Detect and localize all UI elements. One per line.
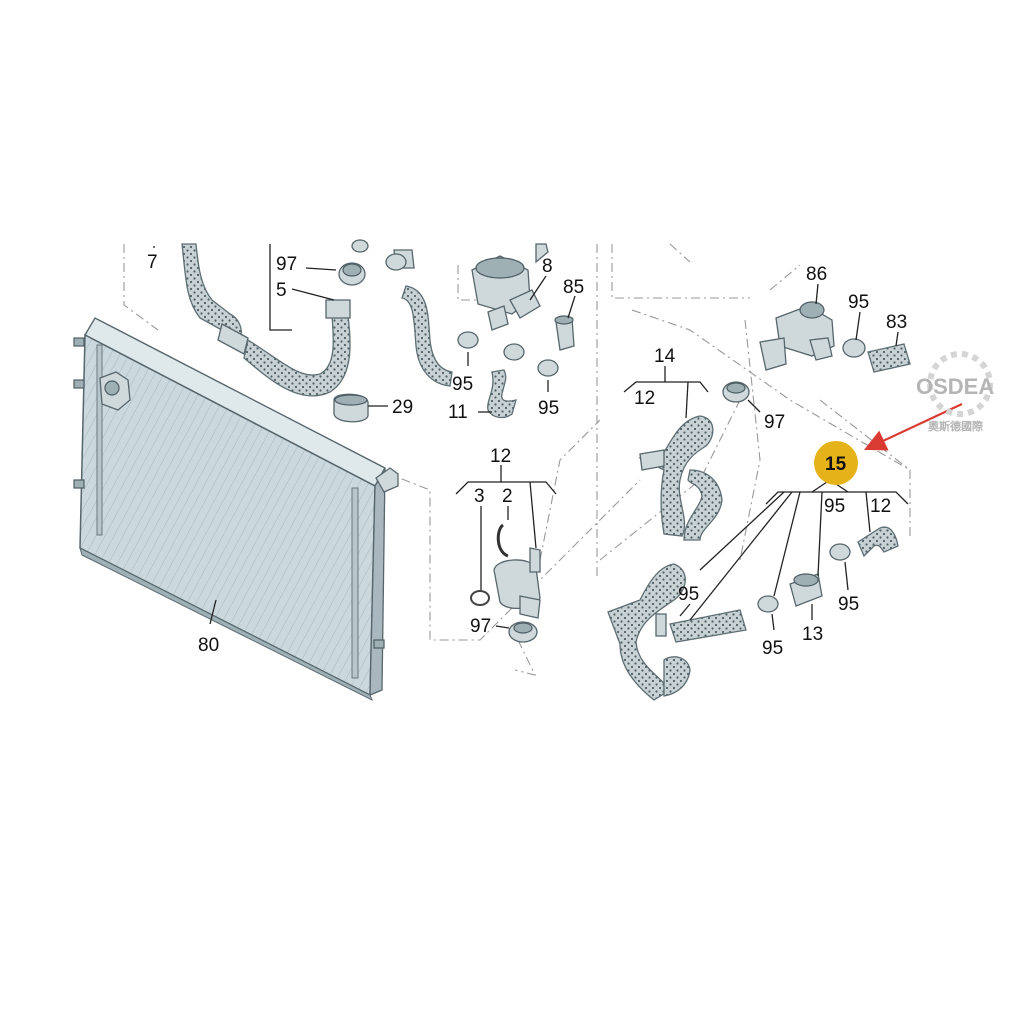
label-3: 3 <box>474 486 485 507</box>
label-12-middle: 12 <box>490 446 511 467</box>
radiator <box>73 317 399 702</box>
upper-hose-7 <box>181 243 249 355</box>
clamp-95-flange <box>842 338 866 358</box>
watermark-logo: OSDEA 奧斯德國際 <box>916 351 994 433</box>
hose-11 <box>487 369 517 419</box>
label-95-bottom: 95 <box>762 638 783 659</box>
clamps-95-pump <box>457 331 559 377</box>
label-2: 2 <box>502 486 513 507</box>
label-80: 80 <box>198 635 219 656</box>
label-97-bottom: 97 <box>470 616 491 637</box>
watermark-brand: OSDEA <box>916 374 994 399</box>
label-95-hose: 95 <box>678 584 699 605</box>
label-95-left: 95 <box>452 374 473 395</box>
label-97-right: 97 <box>764 412 785 433</box>
label-85: 85 <box>563 277 584 298</box>
label-83: 83 <box>886 312 907 333</box>
label-29: 29 <box>392 397 413 418</box>
leader-lines <box>153 244 909 631</box>
label-12-right: 12 <box>870 496 891 517</box>
watermark-subtitle: 奧斯德國際 <box>928 419 984 433</box>
hose-83 <box>867 343 911 373</box>
label-97-top: 97 <box>276 254 297 275</box>
connector-2 <box>493 523 541 619</box>
label-95-flange: 95 <box>848 292 869 313</box>
label-95-bracket: 95 <box>824 496 845 517</box>
water-pump-8 <box>471 243 549 331</box>
clamp-97-top <box>338 262 366 286</box>
label-95-right: 95 <box>538 398 559 419</box>
label-95-right-clamp: 95 <box>838 594 859 615</box>
highlight-badge <box>814 441 858 485</box>
label-86: 86 <box>806 264 827 285</box>
label-5: 5 <box>276 280 287 301</box>
label-15: 15 <box>825 454 847 475</box>
label-8: 8 <box>542 256 553 277</box>
hose-12-assembly <box>857 526 899 558</box>
label-7: 7 <box>147 252 158 273</box>
pipe-85 <box>554 315 575 351</box>
valve-13 <box>789 573 823 607</box>
coolant-flange-86 <box>759 301 835 371</box>
clamp-97-right <box>722 381 750 403</box>
clamp-top-small <box>351 239 407 271</box>
label-13: 13 <box>802 624 823 645</box>
label-14: 14 <box>654 346 676 367</box>
hose-5 <box>243 299 351 397</box>
clamp-95-assembly <box>757 543 851 613</box>
hose-upper-middle <box>393 249 453 387</box>
clamp-29 <box>333 393 369 423</box>
hose-14 <box>638 415 723 541</box>
clamp-97-bottom <box>508 621 538 643</box>
label-12-left: 12 <box>634 388 655 409</box>
o-ring-3 <box>470 590 490 606</box>
hose-assembly-15 <box>607 563 747 701</box>
part-labels: 7 97 5 29 8 85 95 95 11 80 12 3 2 97 14 … <box>147 252 907 659</box>
label-11: 11 <box>448 402 468 423</box>
